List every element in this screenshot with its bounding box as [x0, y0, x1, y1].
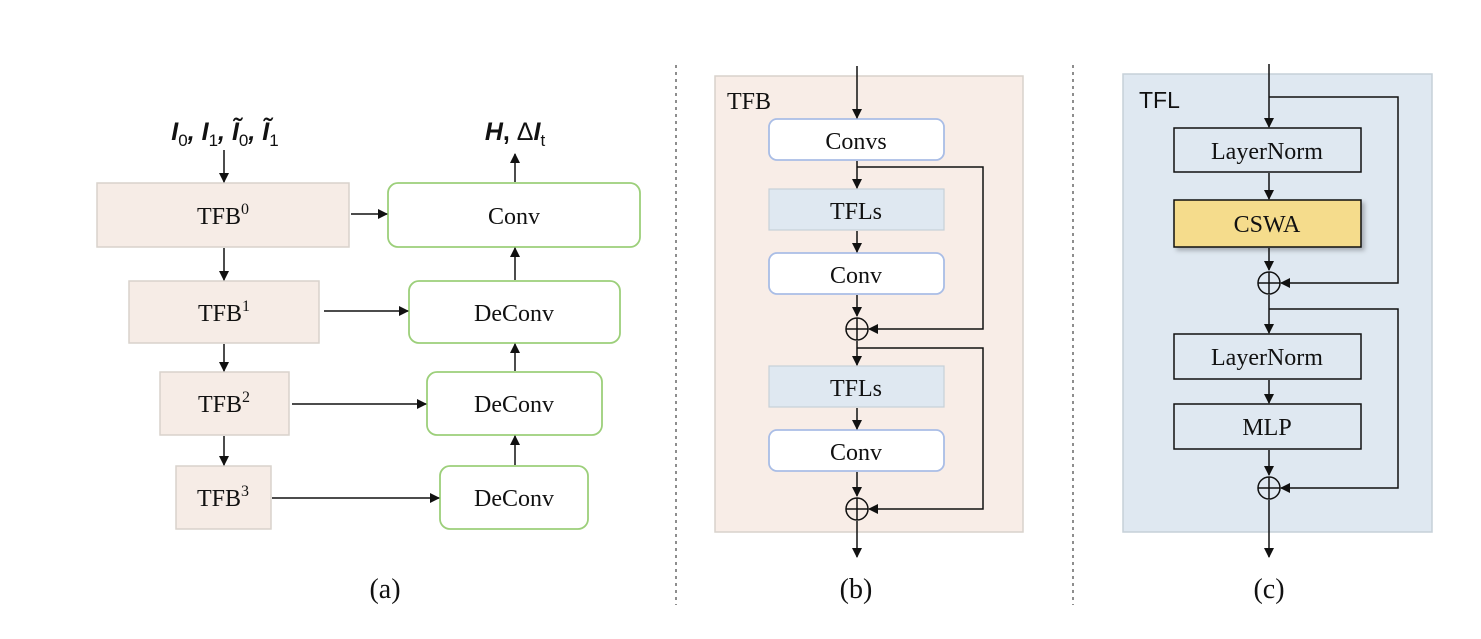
deconv1-label: DeConv — [474, 301, 554, 327]
conv1-box — [768, 252, 945, 295]
tfb2-label: TFB2 — [198, 389, 250, 418]
cswa-label: CSWA — [1234, 212, 1301, 238]
caption-b: (b) — [840, 574, 873, 605]
deconv3-box — [439, 465, 589, 530]
convs-box — [768, 118, 945, 161]
deconv2-label: DeConv — [474, 392, 554, 418]
tfb0-label: TFB0 — [197, 201, 249, 230]
cswa-box — [1173, 199, 1362, 248]
conv-label: Conv — [488, 204, 540, 230]
panel-a-arrows — [219, 150, 520, 503]
output-label: H, ΔIt — [485, 118, 546, 150]
caption-a: (a) — [369, 574, 400, 605]
tfl-title: TFL — [1139, 87, 1180, 113]
caption-c: (c) — [1253, 574, 1284, 605]
tfb3-label: TFB3 — [197, 483, 249, 512]
layernorm2-box — [1173, 333, 1362, 380]
panel-c: TFL LayerNorm CSWA LayerNorm MLP (c) — [1122, 64, 1433, 605]
panel-b-arrows — [845, 66, 984, 558]
convs-label: Convs — [825, 129, 886, 155]
tfb3-box — [175, 465, 272, 530]
conv1-label: Conv — [830, 263, 882, 289]
mlp-label: MLP — [1242, 415, 1291, 441]
panel-b: TFB Convs TFLs Conv TFLs Conv — [714, 66, 1024, 605]
tfb-title: TFB — [727, 89, 771, 115]
deconv3-label: DeConv — [474, 486, 554, 512]
skip-c1 — [1269, 96, 1399, 288]
layernorm1-label: LayerNorm — [1211, 139, 1323, 165]
skip-b1 — [857, 166, 984, 334]
tfb1-label: TFB1 — [198, 298, 250, 327]
layernorm2-label: LayerNorm — [1211, 345, 1323, 371]
tfls1-box — [768, 188, 945, 231]
conv2-label: Conv — [830, 440, 882, 466]
layernorm1-box — [1173, 127, 1362, 173]
mlp-box — [1173, 403, 1362, 450]
conv2-box — [768, 429, 945, 472]
tfls2-label: TFLs — [830, 376, 882, 402]
skip-b2 — [857, 347, 984, 514]
skip-c2 — [1269, 308, 1399, 493]
tfb0-box — [96, 182, 350, 248]
tfb2-box — [159, 371, 290, 436]
panel-a: I0, I1, Ĩ0, Ĩ1 H, ΔIt TFB0 TFB1 TFB2 TFB… — [96, 116, 641, 605]
input-label: I0, I1, Ĩ0, Ĩ1 — [171, 116, 278, 150]
tfls2-box — [768, 365, 945, 408]
panel-c-arrows — [1257, 64, 1399, 558]
tfb1-box — [128, 280, 320, 344]
tfls1-label: TFLs — [830, 199, 882, 225]
